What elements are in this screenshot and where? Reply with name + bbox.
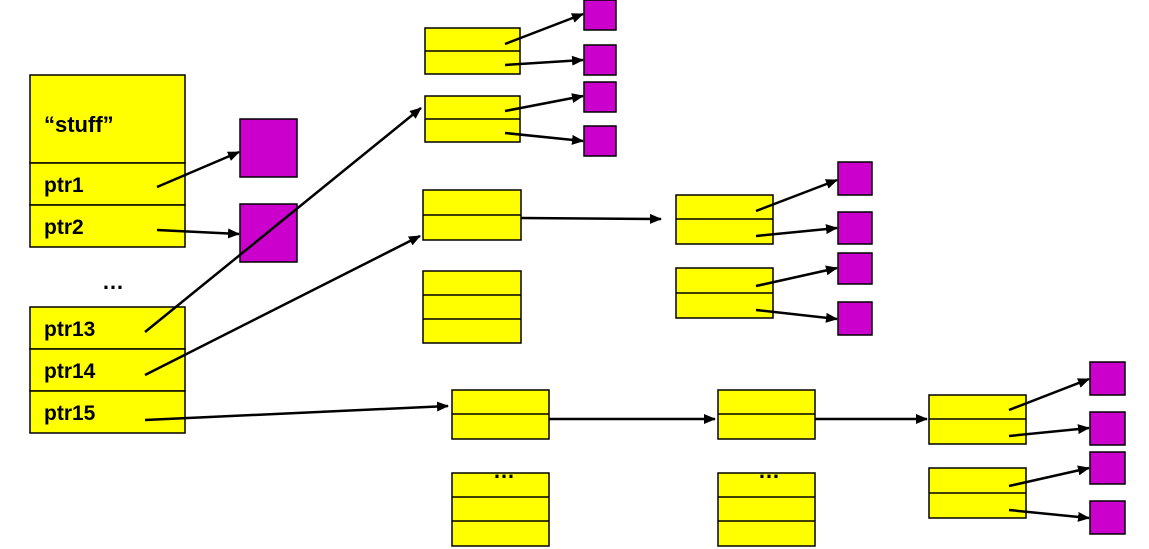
data-block	[1089, 411, 1126, 446]
arrow	[144, 234, 421, 377]
ptr14-label: ptr14	[44, 360, 96, 383]
pointer-arrows	[144, 12, 1090, 522]
arrow	[1008, 424, 1090, 438]
arrow	[755, 178, 838, 213]
arrow	[504, 131, 584, 145]
ptr1-label: ptr1	[44, 174, 84, 197]
data-block	[1089, 500, 1126, 535]
double-indirect-block	[422, 189, 522, 344]
data-block	[837, 301, 873, 336]
data-blocks	[837, 161, 873, 336]
arrow	[755, 224, 838, 238]
inode-ptr13-cell	[29, 306, 186, 350]
data-block	[1089, 361, 1126, 396]
inode-ptr1-cell	[29, 162, 186, 206]
data-block	[583, 44, 617, 76]
data-block	[583, 0, 617, 31]
arrow	[520, 213, 662, 224]
arrow	[156, 228, 240, 239]
arrow	[144, 401, 449, 422]
arrow	[755, 265, 838, 288]
data-blocks	[583, 0, 617, 157]
double-indirect-block	[717, 389, 816, 547]
indirect-block	[424, 27, 521, 143]
data-block	[1089, 451, 1126, 485]
data-block	[837, 252, 873, 285]
arrow	[504, 55, 584, 67]
inode-ptr2-cell	[29, 204, 186, 248]
indirect-block	[675, 194, 774, 319]
indirect-block	[928, 394, 1027, 519]
inode-block	[29, 74, 186, 434]
block-ellipsis: …	[493, 458, 515, 483]
ptr15-label: ptr15	[44, 402, 96, 425]
block-ellipsis: …	[758, 458, 780, 483]
arrow	[156, 150, 240, 189]
ptr13-label: ptr13	[44, 318, 95, 341]
data-blocks	[1089, 361, 1126, 535]
arrow	[1008, 508, 1090, 522]
arrow	[1008, 465, 1090, 488]
inode-ellipsis: …	[102, 269, 124, 294]
data-block	[837, 161, 873, 196]
arrow	[504, 93, 584, 113]
arrow	[1008, 377, 1090, 412]
inode-data-label: “stuff”	[44, 112, 114, 137]
triple-indirect-block	[451, 389, 550, 547]
arrow	[755, 308, 838, 323]
inode-ptr15-cell	[29, 390, 186, 434]
ptr2-label: ptr2	[44, 216, 84, 239]
data-block	[837, 211, 873, 245]
data-block	[583, 125, 617, 157]
data-block	[583, 81, 617, 113]
arrow	[144, 107, 422, 333]
inode-data-cell	[29, 74, 186, 164]
data-block	[239, 118, 298, 178]
arrow	[504, 12, 584, 46]
